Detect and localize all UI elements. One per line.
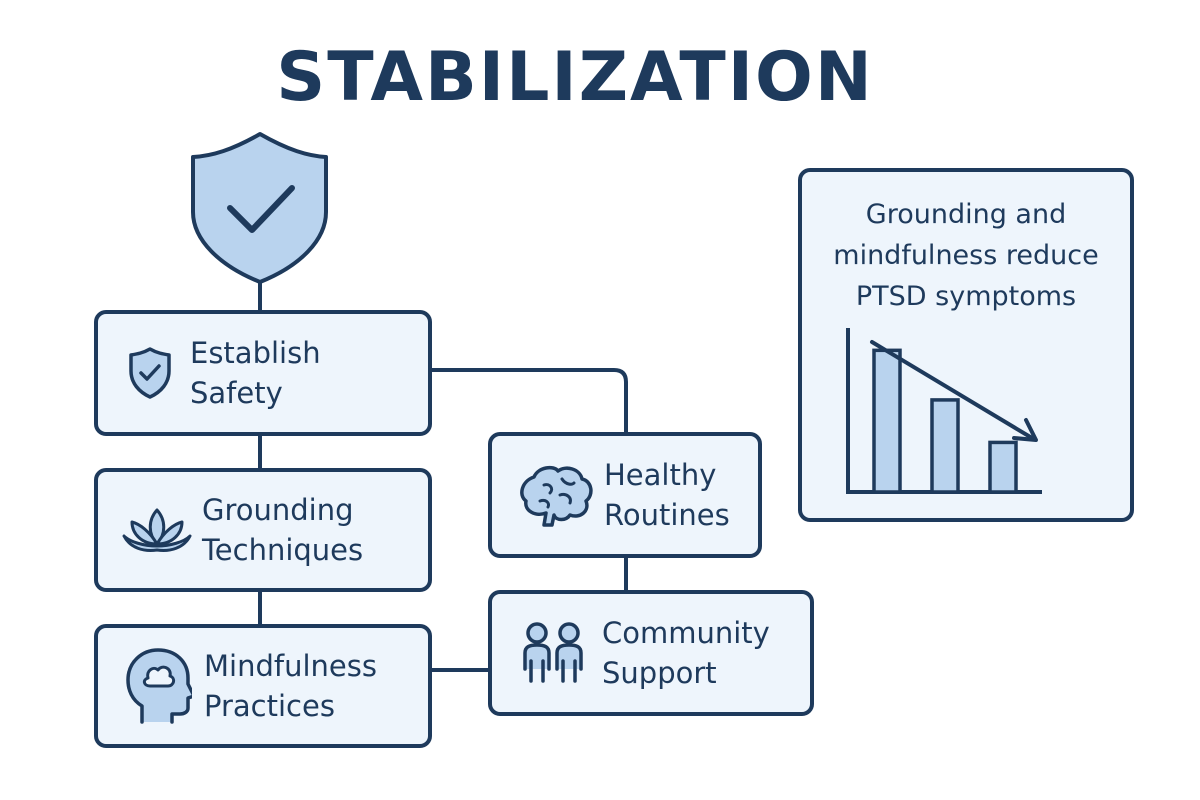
step-healthy-routines: Healthy Routines bbox=[488, 432, 762, 558]
lotus-icon bbox=[112, 504, 202, 556]
chart-bar bbox=[988, 440, 1018, 494]
chart-bar bbox=[872, 348, 902, 494]
step-label: Grounding Techniques bbox=[202, 493, 364, 567]
shield-check-large-icon bbox=[191, 132, 328, 284]
step-establish-safety: Establish Safety bbox=[94, 310, 432, 436]
trend-arrow-head bbox=[1012, 418, 1038, 442]
brain-icon bbox=[508, 463, 604, 527]
head-brain-icon bbox=[112, 646, 204, 726]
step-mindfulness-practices: Mindfulness Practices bbox=[94, 624, 432, 748]
step-grounding-techniques: Grounding Techniques bbox=[94, 468, 432, 592]
shield-check-icon bbox=[110, 345, 190, 401]
step-community-support: Community Support bbox=[488, 590, 814, 716]
chart-callout-card: Grounding and mindfulness reduce PTSD sy… bbox=[798, 168, 1134, 522]
step-label: Establish Safety bbox=[190, 336, 321, 410]
people-icon bbox=[506, 621, 602, 685]
step-label: Healthy Routines bbox=[604, 458, 730, 532]
chart-bar bbox=[930, 398, 960, 494]
bar-chart bbox=[846, 328, 1042, 494]
step-label: Mindfulness Practices bbox=[204, 649, 377, 723]
step-label: Community Support bbox=[602, 616, 770, 690]
chart-axes bbox=[846, 328, 1042, 494]
connector-safety-to-routines bbox=[430, 368, 628, 434]
chart-caption: Grounding and mindfulness reduce PTSD sy… bbox=[833, 199, 1099, 312]
page-title: STABILIZATION bbox=[276, 38, 874, 117]
trend-arrow-line bbox=[870, 340, 1034, 440]
